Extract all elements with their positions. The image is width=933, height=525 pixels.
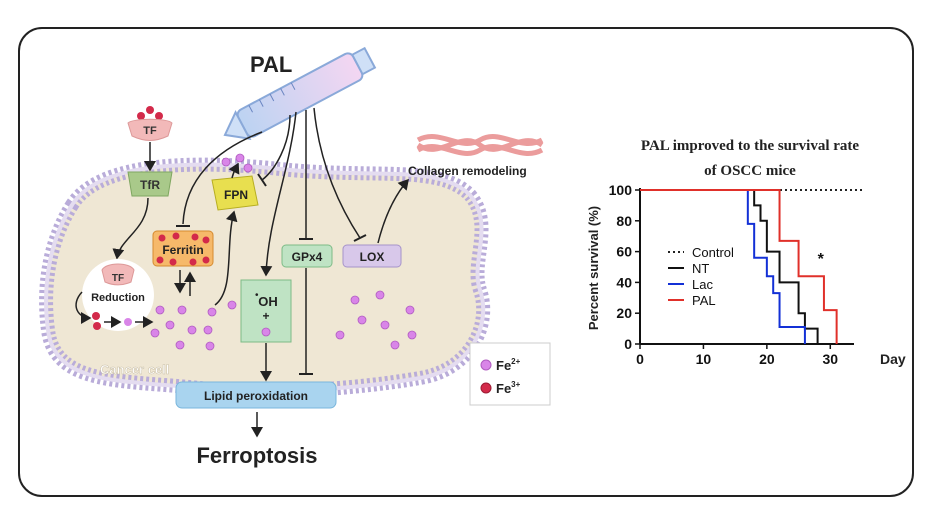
reduction-bubble [82,259,154,331]
tfr-receptor [127,171,173,197]
pal-label: PAL [250,52,292,77]
cancer-cell-label: Cancer cell [100,362,169,377]
gpx4-label: GPx4 [292,250,323,264]
reduction-label: Reduction [91,292,145,304]
legend-fe2: Fe [496,358,511,373]
tf-label: TF [143,125,157,137]
tf-protein [127,118,173,141]
ferroptosis-label: Ferroptosis [196,443,317,468]
iron-legend [469,342,551,406]
hydroxyl-plus: + [262,309,269,323]
ferroptosis-diagram: PAL TF TfR TF Reduction Ferritin FPN [39,46,551,468]
legend-fe2-sup: 2+ [511,357,520,366]
gpx4-box [281,244,333,268]
pal-syringe [223,46,377,141]
ferritin-label: Ferritin [162,243,203,257]
collagen-label: Collagen remodeling [408,164,527,178]
lox-box [342,244,402,268]
fpn-label: FPN [224,188,248,202]
lipid-peroxidation-box [175,381,337,409]
lox-label: LOX [360,250,385,264]
tfr-label: TfR [140,178,160,192]
hydroxyl-label: OH [258,294,278,309]
svg-text:Fe3+: Fe3+ [496,380,521,396]
legend-fe3: Fe [496,381,511,396]
lipid-peroxidation-label: Lipid peroxidation [204,389,308,403]
svg-text:Fe2+: Fe2+ [496,357,521,373]
collagen-fibers [416,134,544,156]
hydroxyl-dot: • [255,290,259,301]
legend-fe3-sup: 3+ [511,380,520,389]
tf-reduction-label: TF [112,273,124,284]
ferritin-box [152,230,214,267]
fpn-protein [211,175,259,211]
